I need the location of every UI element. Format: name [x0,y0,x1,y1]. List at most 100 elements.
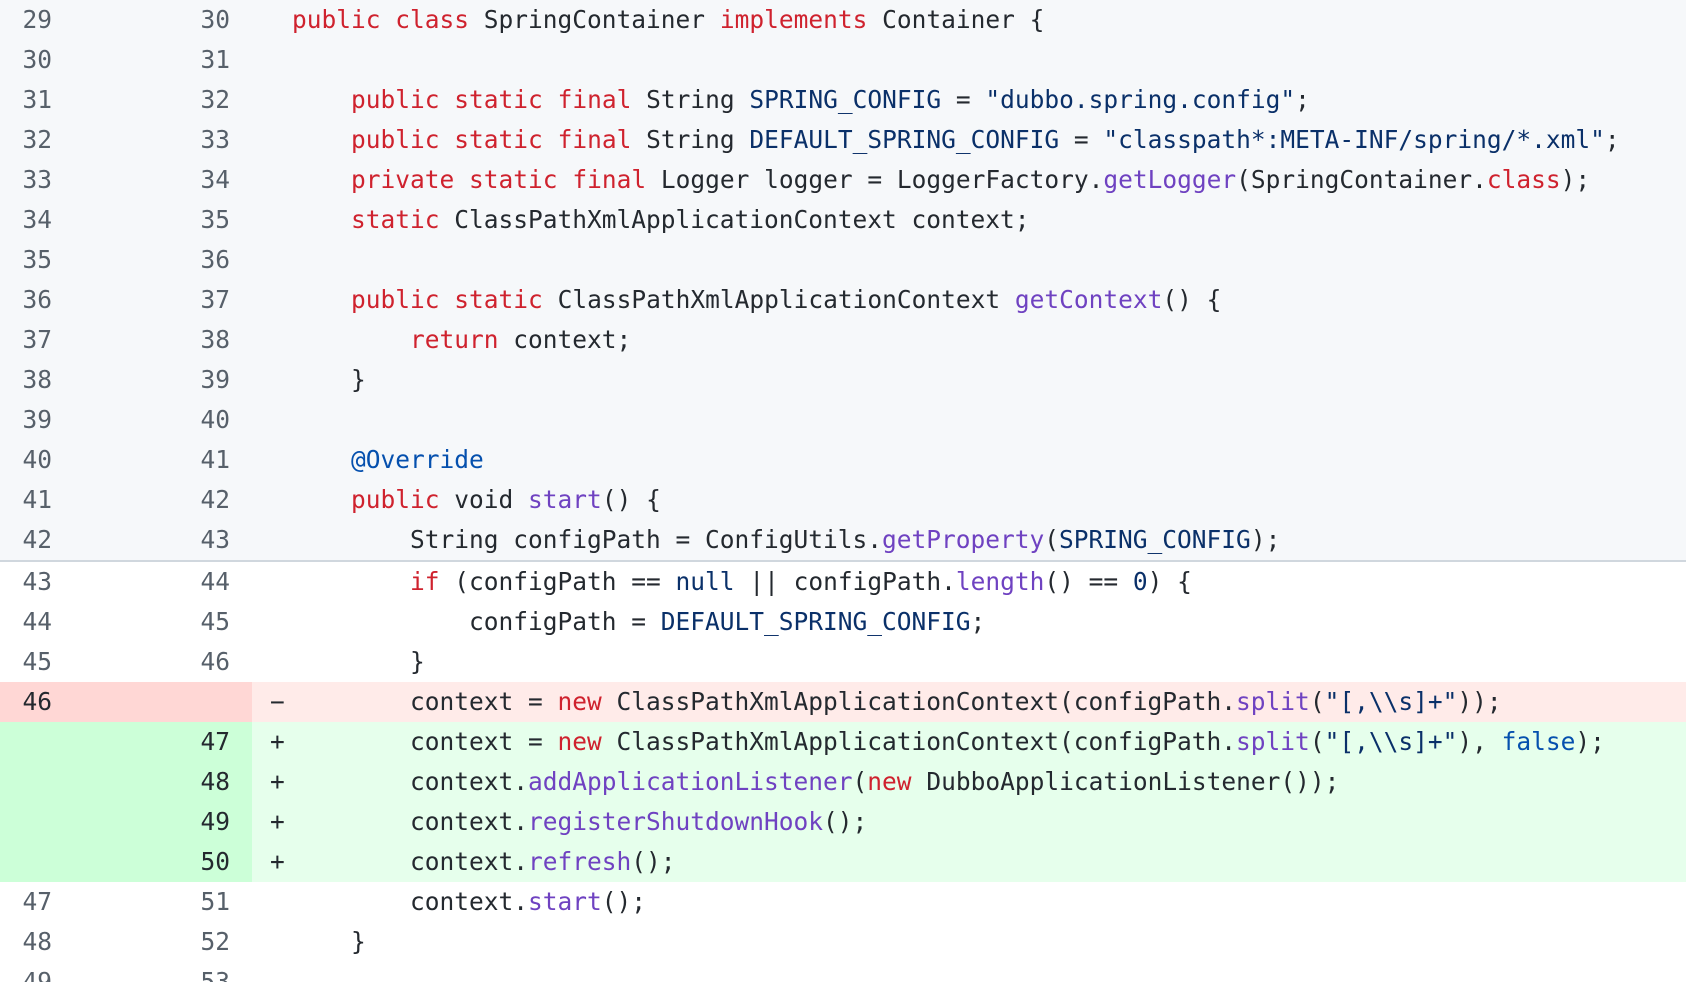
code-token: public [351,485,440,514]
code-line: public static final String DEFAULT_SPRIN… [292,120,1686,160]
code-token: "dubbo.spring.config" [985,85,1296,114]
old-line-number[interactable]: 33 [22,165,52,194]
old-line-number[interactable]: 39 [22,405,52,434]
new-line-number[interactable]: 46 [200,647,230,676]
code-line: static ClassPathXmlApplicationContext co… [292,200,1686,240]
code-token: new [557,727,602,756]
code-line: } [292,642,1686,682]
new-line-number[interactable]: 52 [200,927,230,956]
old-line-number[interactable]: 34 [22,205,52,234]
code-token [543,125,558,154]
code-token: class [395,5,470,34]
code-token: context; [498,325,632,354]
new-line-number[interactable]: 43 [200,525,230,554]
code-token: (SpringContainer. [1236,165,1487,194]
code-line [292,240,1686,280]
code-token: implements [719,5,868,34]
code-token: static [454,125,543,154]
code-token: split [1236,687,1310,716]
code-token: if [410,567,440,596]
new-line-number[interactable] [80,682,252,722]
code-token [292,325,410,354]
new-line-number[interactable]: 49 [80,802,252,842]
old-line-number[interactable]: 29 [22,5,52,34]
code-token: getLogger [1103,165,1237,194]
old-line-number[interactable]: 32 [22,125,52,154]
old-line-number[interactable]: 35 [22,245,52,274]
old-line-number[interactable]: 40 [22,445,52,474]
code-token: } [292,647,425,676]
code-token: static [469,165,558,194]
code-token: refresh [528,847,632,876]
code-token: context. [292,807,529,836]
diff-marker [252,280,292,320]
code-token: )); [1457,687,1502,716]
new-line-number[interactable]: 41 [200,445,230,474]
new-line-number[interactable]: 44 [200,567,230,596]
code-token: Container { [867,5,1045,34]
code-token [292,285,351,314]
old-line-number[interactable]: 36 [22,285,52,314]
code-line: String configPath = ConfigUtils.getPrope… [292,520,1686,560]
new-line-number[interactable]: 47 [80,722,252,762]
old-line-number[interactable] [0,722,80,762]
code-token: public [351,85,440,114]
old-line-number[interactable] [0,802,80,842]
old-line-number[interactable]: 38 [22,365,52,394]
diff-line-added: 48+ context.addApplicationListener(new D… [0,762,1686,802]
new-line-number[interactable]: 48 [80,762,252,802]
new-line-number[interactable]: 34 [200,165,230,194]
old-line-number[interactable]: 47 [22,887,52,916]
code-token: final [557,125,632,154]
code-token [440,125,455,154]
code-line: public static ClassPathXmlApplicationCon… [292,280,1686,320]
new-line-number[interactable]: 37 [200,285,230,314]
old-line-number[interactable]: 48 [22,927,52,956]
new-line-number[interactable]: 40 [200,405,230,434]
old-line-number[interactable]: 44 [22,607,52,636]
old-line-number[interactable]: 42 [22,525,52,554]
old-line-number[interactable]: 31 [22,85,52,114]
code-token: || configPath. [734,567,956,596]
diff-marker: + [270,847,285,876]
old-line-number[interactable]: 43 [22,567,52,596]
new-line-number[interactable]: 53 [200,967,230,982]
new-line-number[interactable]: 45 [200,607,230,636]
diff-line-context: 32 33 public static final String DEFAULT_… [0,120,1686,160]
code-line: context.registerShutdownHook(); [292,802,1686,842]
new-line-number[interactable]: 51 [200,887,230,916]
new-line-number[interactable]: 30 [200,5,230,34]
new-line-number[interactable]: 35 [200,205,230,234]
old-line-number[interactable]: 46 [0,682,80,722]
diff-line-added: 50+ context.refresh(); [0,842,1686,882]
code-line: context = new ClassPathXmlApplicationCon… [292,682,1686,722]
code-token: configPath = [292,607,661,636]
old-line-number[interactable] [0,762,80,802]
code-token: public [292,5,381,34]
code-token: context. [292,887,529,916]
code-token: () == [1044,567,1133,596]
new-line-number[interactable]: 33 [200,125,230,154]
code-token [292,485,351,514]
new-line-number[interactable]: 42 [200,485,230,514]
old-line-number[interactable]: 45 [22,647,52,676]
code-token: addApplicationListener [528,767,853,796]
new-line-number[interactable]: 38 [200,325,230,354]
new-line-number[interactable]: 39 [200,365,230,394]
code-token: length [955,567,1045,596]
diff-marker [252,562,292,602]
new-line-number[interactable]: 50 [80,842,252,882]
new-line-number[interactable]: 31 [200,45,230,74]
old-line-number[interactable] [0,842,80,882]
old-line-number[interactable]: 30 [22,45,52,74]
code-token [558,165,573,194]
new-line-number[interactable]: 36 [200,245,230,274]
diff-marker [252,200,292,240]
new-line-number[interactable]: 32 [200,85,230,114]
old-line-number[interactable]: 41 [22,485,52,514]
old-line-number[interactable]: 49 [22,967,52,982]
old-line-number[interactable]: 37 [22,325,52,354]
code-token: ; [970,607,986,636]
